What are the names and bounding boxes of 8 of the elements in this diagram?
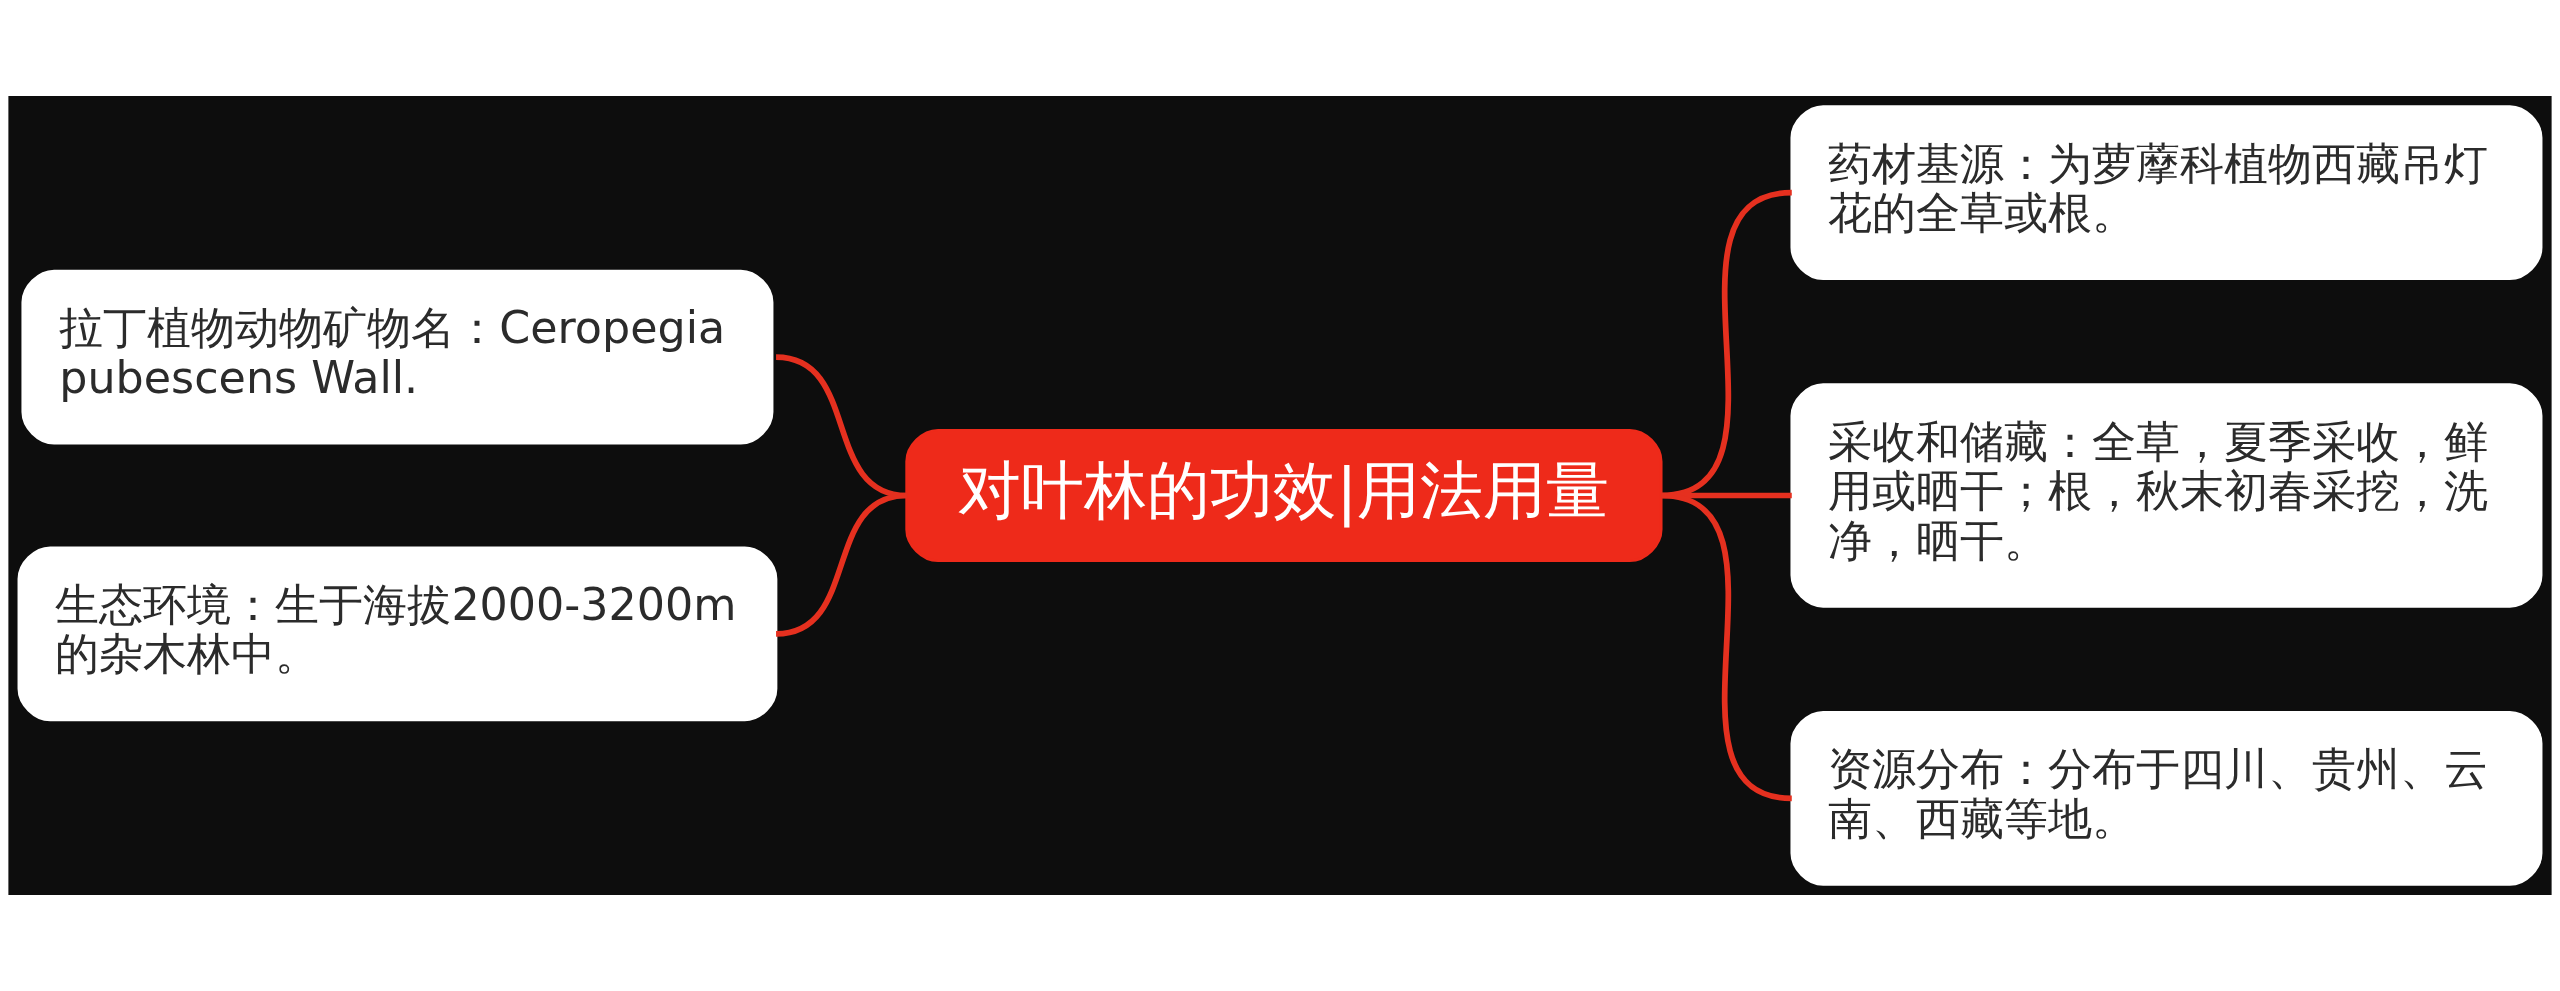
node-box: 药材基源：为萝藦科植物西藏吊灯花的全草或根。 (1790, 105, 2543, 281)
connector (1660, 492, 1793, 802)
node-box: 采收和储藏：全草，夏季采收，鲜用或晒干；根，秋末初春采挖，洗净，晒干。 (1790, 383, 2543, 608)
node-box: 生态环境：生于海拔2000-3200m的杂木林中。 (17, 546, 778, 722)
connector (775, 492, 908, 637)
node-box: 对叶林的功效|用法用量 (905, 428, 1663, 563)
node-box: 拉丁植物动物矿物名：Ceropegia pubescens Wall. (21, 269, 774, 445)
node-box: 资源分布：分布于四川、贵州、云南、西藏等地。 (1790, 710, 2543, 886)
